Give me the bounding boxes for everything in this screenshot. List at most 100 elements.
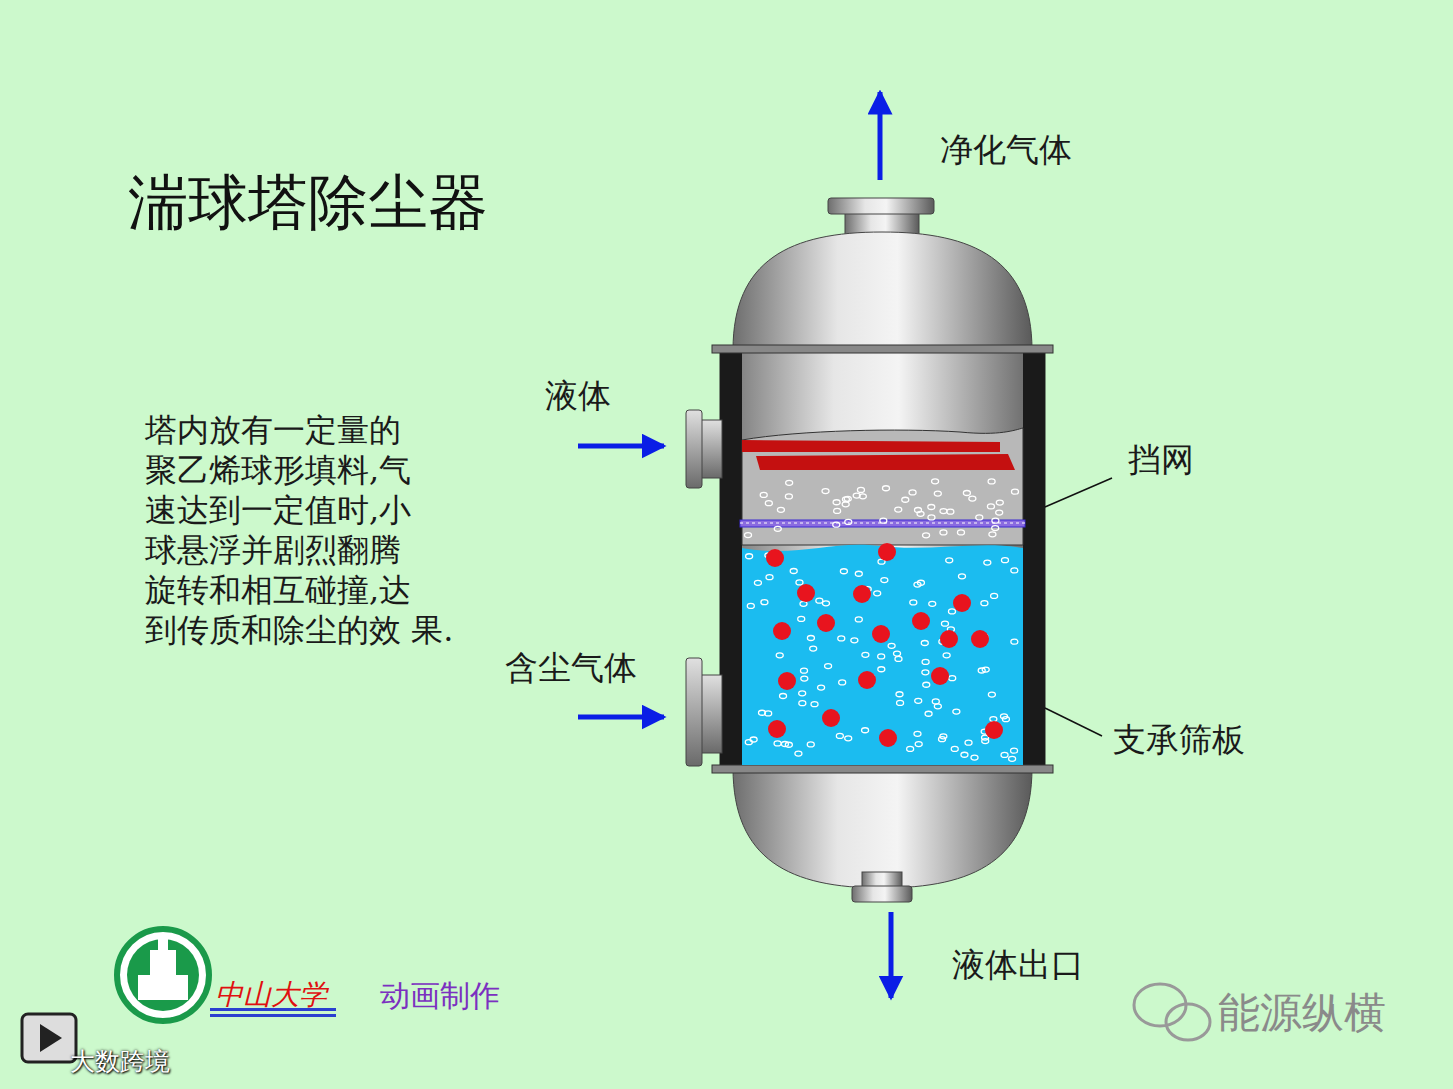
ball-packing (940, 630, 958, 648)
bubble (874, 591, 881, 596)
bubble (1011, 568, 1018, 573)
bubble (941, 621, 948, 626)
credit-label: 动画制作 (380, 978, 500, 1014)
bubble (853, 493, 860, 498)
title: 湍球塔除尘器 (128, 166, 488, 238)
leader-line (1045, 478, 1112, 507)
bubble (836, 733, 843, 738)
bubble (907, 746, 914, 751)
bubble (785, 494, 792, 499)
bubble (928, 505, 935, 510)
bubble (799, 691, 806, 696)
bubble (881, 578, 888, 583)
bubble (750, 737, 757, 742)
bubble (777, 507, 784, 512)
ball-packing (931, 667, 949, 685)
bubble (946, 558, 953, 563)
flow-arrow (578, 444, 664, 449)
bubble (963, 491, 970, 496)
play-icon (22, 1014, 76, 1062)
bubble (857, 487, 864, 492)
bubble (922, 670, 929, 675)
bubble (801, 676, 808, 681)
bubble (928, 515, 935, 520)
bubble (774, 526, 781, 531)
bubble (949, 676, 956, 681)
bubble (807, 742, 814, 747)
leader-line (1045, 708, 1102, 736)
bubble (1001, 752, 1008, 757)
ball-packing (822, 709, 840, 727)
inlet-label: 液体 (545, 376, 611, 416)
bubble (822, 489, 829, 494)
bubble (948, 609, 955, 614)
bubble (940, 734, 947, 739)
bubble (1011, 748, 1018, 753)
part-label: 挡网 (1128, 440, 1194, 480)
part-label: 支承筛板 (1113, 720, 1245, 760)
bubble (988, 479, 995, 484)
ball-packing (872, 625, 890, 643)
bubble (917, 580, 924, 585)
bubble (971, 755, 978, 760)
bubble (754, 580, 761, 585)
bubble (1011, 489, 1018, 494)
bubble (840, 569, 847, 574)
bubble (914, 731, 921, 736)
bubble (851, 638, 858, 643)
bubble (981, 601, 988, 606)
bubble (934, 491, 941, 496)
bubble (855, 617, 862, 622)
bubble (888, 643, 895, 648)
bubble (992, 518, 999, 523)
bubble (878, 667, 885, 672)
ball-packing (858, 671, 876, 689)
bubble (922, 659, 929, 664)
bubble (765, 501, 772, 506)
bubble (746, 554, 753, 559)
bubble (943, 653, 950, 658)
bubble (996, 510, 1003, 515)
bubble (816, 598, 823, 603)
bubble (818, 685, 825, 690)
bubble (800, 601, 807, 606)
bubble (958, 574, 965, 579)
bubble (897, 700, 904, 705)
bubble (785, 742, 792, 747)
bubble (932, 479, 939, 484)
bubble (961, 752, 968, 757)
bubble (987, 504, 994, 509)
bubble (780, 694, 787, 699)
bubble (989, 532, 996, 537)
bubble (902, 497, 909, 502)
bubble (932, 699, 939, 704)
bubble (765, 711, 772, 716)
ball-packing (768, 720, 786, 738)
bubble (996, 500, 1003, 505)
bubble (1009, 756, 1016, 761)
flow-arrow (889, 912, 894, 998)
bubble (976, 515, 983, 520)
bubble (982, 739, 989, 744)
bubble (862, 728, 869, 733)
bubble (822, 601, 829, 606)
bubble (799, 701, 806, 706)
bubble (845, 736, 852, 741)
bubble (774, 741, 781, 746)
bubble (910, 600, 917, 605)
bubble (895, 656, 902, 661)
bubble (880, 518, 887, 523)
description-note: 塔内放有一定量的 聚乙烯球形填料,气 速达到一定值时,小 球悬浮并剧烈翻腾 旋转… (145, 410, 475, 650)
wechat-icon (1134, 984, 1210, 1040)
bubble (909, 490, 916, 495)
bubble (978, 668, 985, 673)
flow-arrow (878, 92, 883, 180)
bubble (951, 746, 958, 751)
bubble (923, 533, 930, 538)
bubble (833, 500, 840, 505)
watermark: 大数跨境 (70, 1047, 170, 1077)
bubble (969, 496, 976, 501)
bubble (934, 704, 941, 709)
bubble (839, 680, 846, 685)
bubble (833, 522, 840, 527)
